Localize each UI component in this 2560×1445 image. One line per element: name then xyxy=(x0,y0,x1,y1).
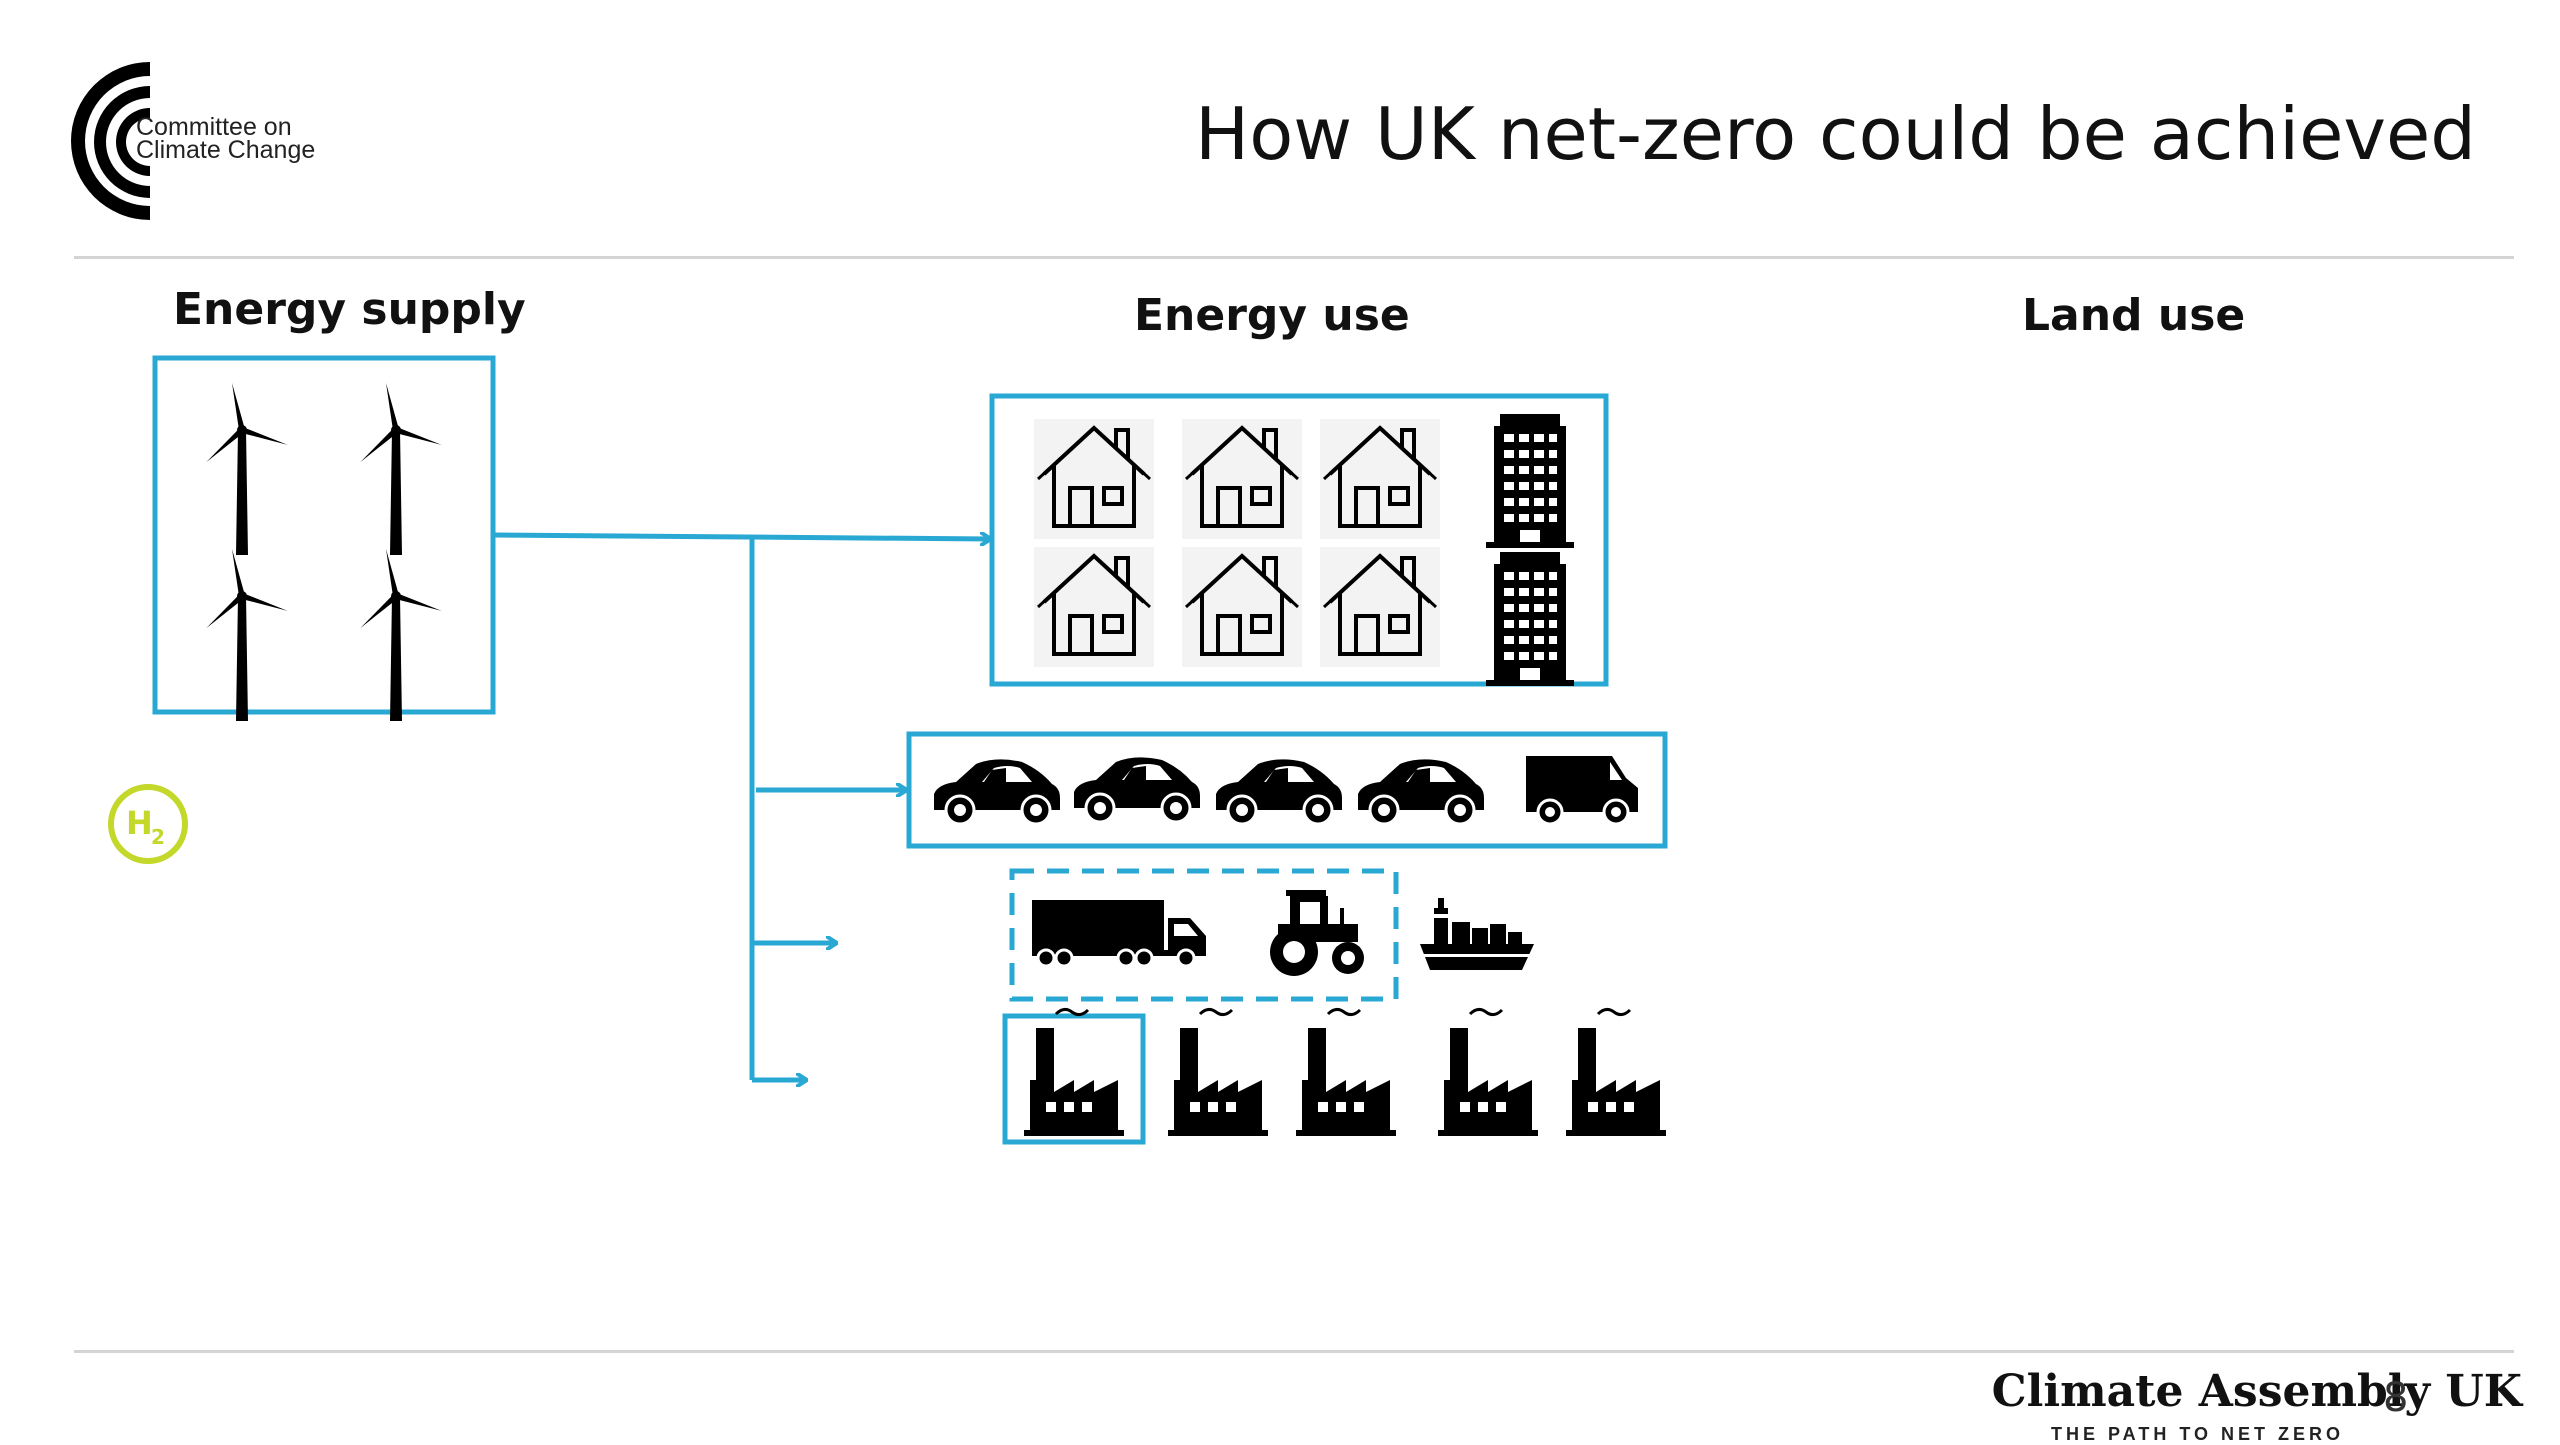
org-name-line2: Climate Change xyxy=(136,136,316,164)
climate-assembly-tagline: THE PATH TO NET ZERO xyxy=(2050,1424,2344,1444)
heading-land-use: Land use xyxy=(2022,290,2246,341)
house-icon xyxy=(1180,545,1304,669)
car-icon xyxy=(932,757,1062,826)
org-name: Committee on Climate Change xyxy=(136,113,316,164)
top-divider xyxy=(74,256,2514,259)
industry-highlight-box xyxy=(1002,1013,1146,1145)
wind-turbine-icon xyxy=(204,382,289,555)
page-number: 8 xyxy=(2383,1375,2409,1421)
heading-energy-use: Energy use xyxy=(1134,290,1410,341)
house-icon xyxy=(1318,545,1442,669)
factory-icon xyxy=(1166,1007,1270,1138)
bottom-divider xyxy=(74,1350,2514,1353)
office-building-icon xyxy=(1486,552,1574,686)
vehicles-box xyxy=(906,731,1668,849)
car-icon xyxy=(1214,757,1344,826)
lorry-icon xyxy=(1030,898,1208,968)
ccc-logo-icon xyxy=(71,62,150,220)
climate-assembly-brand: Climate Assembly UK xyxy=(1991,1366,2522,1417)
page-title: How UK net-zero could be achieved xyxy=(1195,92,2476,176)
flow-connectors xyxy=(492,535,990,1080)
wind-turbine-icon xyxy=(358,548,443,721)
org-name-line1: Committee on xyxy=(136,113,292,141)
house-icon xyxy=(1032,417,1156,541)
wind-turbine-icon xyxy=(358,382,443,555)
factory-icon xyxy=(1294,1007,1398,1138)
hydrogen-subscript: 2 xyxy=(151,825,165,849)
office-building-icon xyxy=(1486,414,1574,548)
house-icon xyxy=(1180,417,1304,541)
car-icon xyxy=(1072,755,1202,824)
buildings-box xyxy=(989,393,1609,687)
factory-icon xyxy=(1436,1007,1540,1138)
heading-energy-supply: Energy supply xyxy=(173,284,526,335)
house-icon xyxy=(1318,417,1442,541)
tractor-icon xyxy=(1270,890,1364,976)
energy-supply-box xyxy=(152,355,496,715)
factory-icon xyxy=(1564,1007,1668,1138)
hydrogen-label: H xyxy=(126,804,153,842)
van-icon xyxy=(1524,754,1640,826)
hydrogen-icon: H 2 xyxy=(108,784,188,864)
car-icon xyxy=(1356,757,1486,826)
flow-line-buildings xyxy=(492,535,990,539)
wind-turbine-icon xyxy=(204,548,289,721)
heavy-transport-box xyxy=(1009,868,1399,1002)
factory-icon xyxy=(1022,1007,1126,1138)
ship-icon xyxy=(1420,898,1534,970)
house-icon xyxy=(1032,545,1156,669)
